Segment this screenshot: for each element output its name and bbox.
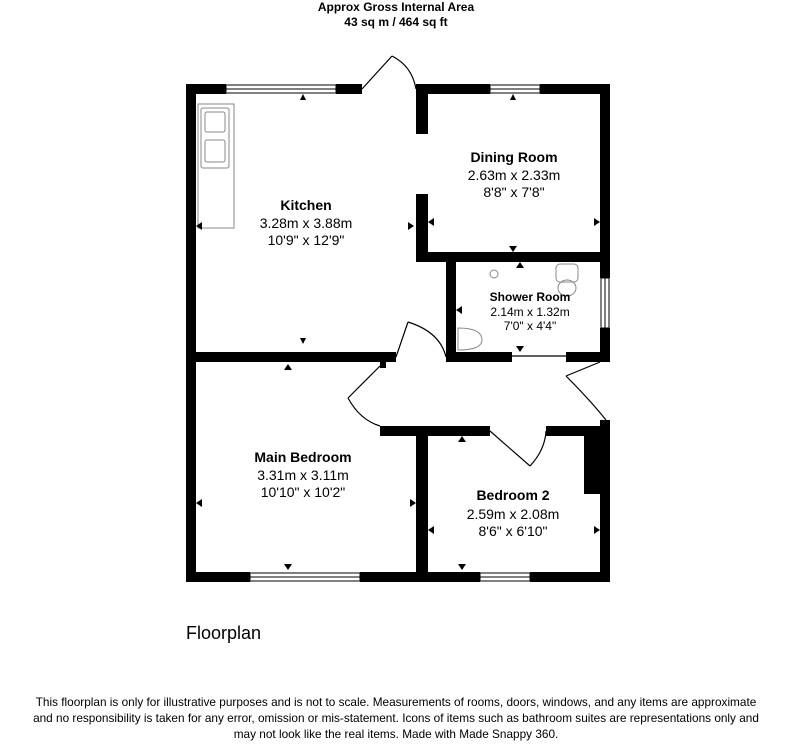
bathroom-fittings	[457, 263, 579, 351]
main-bedroom-name: Main Bedroom	[254, 449, 351, 465]
kitchen-metric: 3.28m x 3.88m	[260, 215, 353, 231]
disclaimer-line: and no responsibility is taken for any e…	[33, 711, 759, 725]
room-labels: Kitchen 3.28m x 3.88m 10'9" x 12'9" Dini…	[254, 149, 570, 539]
area-title: Approx Gross Internal Area	[317, 0, 475, 14]
floor-label: Floorplan	[186, 623, 262, 643]
kitchen-imperial: 10'9" x 12'9"	[268, 232, 345, 248]
shower-room-metric: 2.14m x 1.32m	[490, 305, 569, 319]
bedroom-2-name: Bedroom 2	[476, 487, 549, 503]
sink-icon	[200, 107, 230, 169]
kitchen-worktop	[197, 103, 235, 229]
main-bedroom-metric: 3.31m x 3.11m	[257, 467, 349, 483]
area-value: 43 sq m / 464 sq ft	[344, 15, 448, 29]
toilet-icon	[555, 263, 579, 283]
dining-room-imperial: 8'8" x 7'8"	[483, 184, 544, 200]
shower-room-imperial: 7'0" x 4'4"	[504, 319, 556, 333]
dining-room-name: Dining Room	[470, 149, 557, 165]
walls	[186, 84, 610, 582]
shower-room-name: Shower Room	[490, 290, 571, 304]
disclaimer-line: This floorplan is only for illustrative …	[35, 695, 757, 709]
main-bedroom-imperial: 10'10" x 10'2"	[261, 484, 346, 500]
shower-icon	[489, 269, 499, 279]
kitchen-fittings	[197, 103, 235, 229]
dining-room-metric: 2.63m x 2.33m	[468, 167, 561, 183]
basin-icon	[457, 327, 483, 351]
bedroom-2-metric: 2.59m x 2.08m	[467, 506, 560, 522]
disclaimer-line: may not look like the real items. Made w…	[233, 727, 559, 741]
bedroom-2-imperial: 8'6" x 6'10"	[479, 523, 548, 539]
kitchen-name: Kitchen	[280, 197, 331, 213]
area-header: Approx Gross Internal Area 43 sq m / 464…	[0, 0, 792, 30]
dimension-markers	[196, 94, 600, 570]
windows	[225, 84, 610, 582]
disclaimer: This floorplan is only for illustrative …	[0, 694, 792, 742]
doors	[347, 55, 607, 467]
